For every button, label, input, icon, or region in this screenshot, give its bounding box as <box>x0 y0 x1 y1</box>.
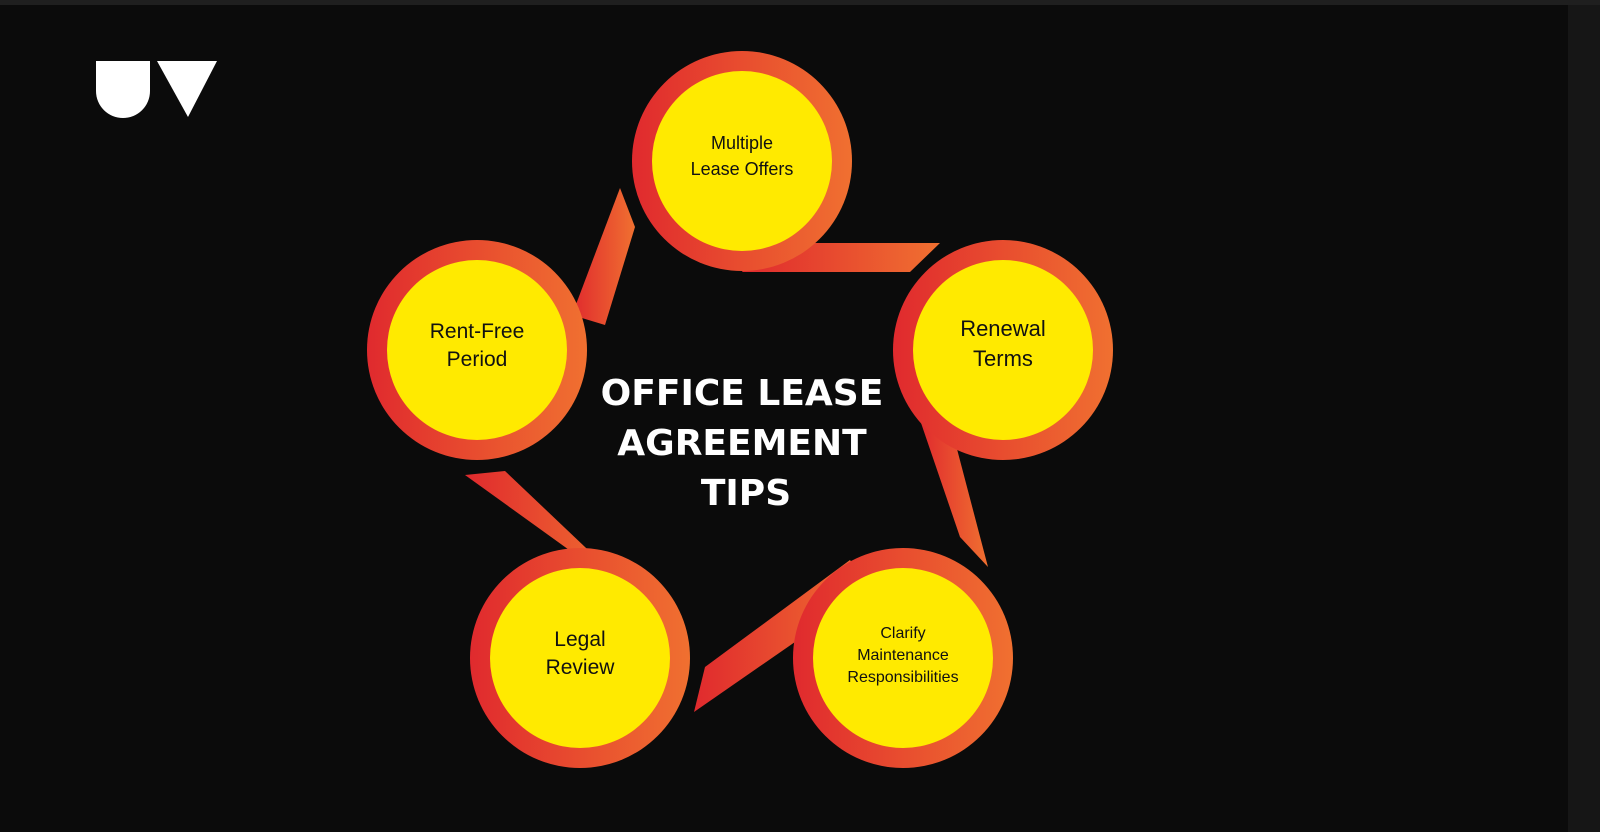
node-label: Legal <box>554 628 605 651</box>
node-label: Renewal <box>960 316 1046 341</box>
center-title: OFFICE LEASE AGREEMENT TIPS <box>601 373 884 514</box>
node-label: Multiple <box>711 133 773 153</box>
connector-tail-5 <box>572 188 635 325</box>
node-label: Maintenance <box>857 647 949 664</box>
logo <box>96 61 217 118</box>
node-label: Responsibilities <box>847 669 958 686</box>
node-label: Rent-Free <box>430 320 525 343</box>
node-fill <box>387 260 567 440</box>
node-fill <box>652 71 832 251</box>
node-label: Terms <box>973 346 1033 371</box>
logo-u-shape <box>96 61 150 118</box>
node-label: Lease Offers <box>691 159 794 179</box>
title-line-1: OFFICE LEASE <box>601 373 884 414</box>
node-label: Review <box>546 656 616 679</box>
right-edge-strip <box>1568 5 1600 832</box>
title-line-3: TIPS <box>701 473 791 514</box>
logo-v-shape <box>157 61 217 117</box>
title-line-2: AGREEMENT <box>617 423 867 464</box>
node-fill <box>813 568 993 748</box>
node-fill <box>490 568 670 748</box>
node-fill <box>913 260 1093 440</box>
node-label: Period <box>447 348 508 371</box>
node-label: Clarify <box>880 625 925 642</box>
connector-tail-2 <box>920 420 988 567</box>
